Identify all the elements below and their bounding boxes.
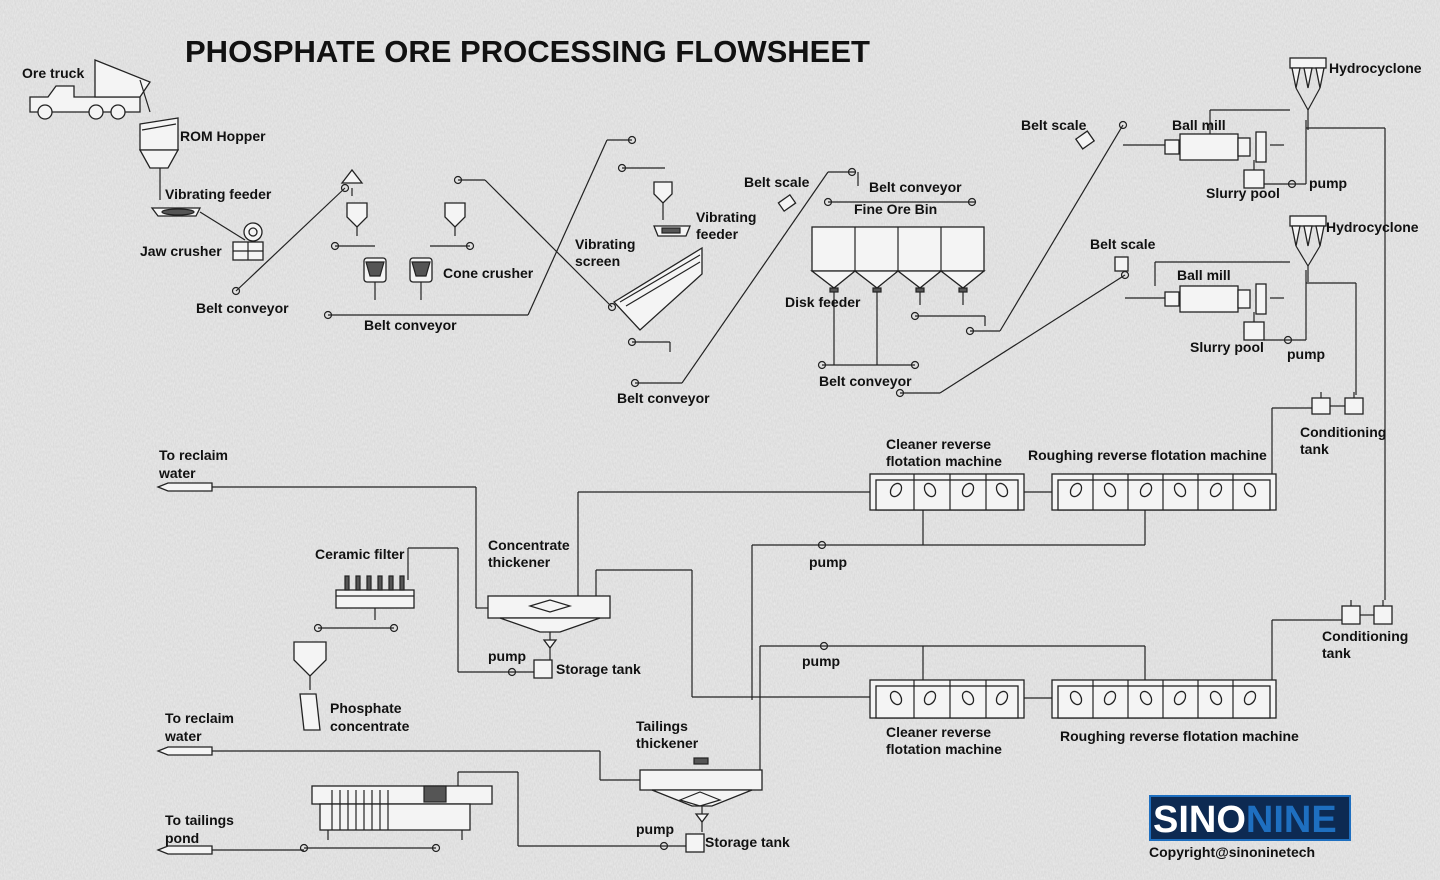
reclaim-water-arrow-icon [156, 482, 213, 492]
tailings-thickener-icon [639, 757, 763, 807]
label-cleaner-2b: flotation machine [886, 741, 1002, 757]
label-belt-scale-3: Belt scale [1090, 236, 1156, 252]
label-to-reclaim-2b: water [164, 728, 202, 744]
roughing-flotation-1-icon [1051, 473, 1277, 511]
label-cleaner-1b: flotation machine [886, 453, 1002, 469]
belt-scale-2-icon [1074, 130, 1096, 150]
conditioning-tank-1-icon [1311, 397, 1331, 415]
label-belt-conveyor-4: Belt conveyor [869, 179, 962, 195]
label-belt-conveyor-1: Belt conveyor [196, 300, 289, 316]
cleaner-flotation-1-icon [869, 473, 1025, 511]
rom-hopper-icon [138, 117, 180, 169]
belt-scale-3-icon [1114, 256, 1129, 272]
hydrocyclone-icon [1289, 57, 1327, 130]
label-vibrating-feeder-2b: feeder [696, 226, 739, 242]
label-belt-scale-2: Belt scale [1021, 117, 1087, 133]
label-hydrocyclone-1: Hydrocyclone [1329, 60, 1422, 76]
hydrocyclone-2-icon [1289, 215, 1327, 282]
label-pump-4: pump [488, 648, 526, 664]
label-roughing-2: Roughing reverse flotation machine [1060, 728, 1299, 744]
label-pump-6: pump [636, 821, 674, 837]
label-pump-2: pump [1287, 346, 1325, 362]
conditioning-tank-1b-icon [1344, 397, 1364, 415]
label-vibrating-screen-a: Vibrating [575, 236, 635, 252]
jaw-crusher-icon [232, 222, 264, 261]
conditioning-tank-2b-icon [1373, 605, 1393, 625]
label-roughing-1: Roughing reverse flotation machine [1028, 447, 1267, 463]
label-belt-conveyor-5: Belt conveyor [819, 373, 912, 389]
label-phosphate-conc-b: concentrate [330, 718, 410, 734]
label-belt-conveyor-2: Belt conveyor [364, 317, 457, 333]
ball-mill-2-icon [1125, 283, 1284, 315]
label-pump-3: pump [809, 554, 847, 570]
label-conditioning-tank-2b: tank [1322, 645, 1351, 661]
vibrating-feeder-icon [150, 207, 202, 217]
fine-ore-bin-icon [810, 226, 986, 293]
label-ore-truck: Ore truck [22, 65, 84, 81]
label-belt-scale-1: Belt scale [744, 174, 810, 190]
sinonine-logo: SINONINE [1149, 795, 1351, 841]
storage-tank-icon [533, 659, 553, 679]
concentrate-bag-icon [299, 693, 321, 731]
copyright-text: Copyright@sinoninetech [1149, 844, 1315, 860]
label-vibrating-screen-b: screen [575, 253, 620, 269]
label-ball-mill-1: Ball mill [1172, 117, 1226, 133]
belt-scale-icon [777, 193, 797, 213]
label-rom-hopper: ROM Hopper [180, 128, 266, 144]
label-to-tailings-b: pond [165, 830, 199, 846]
label-cleaner-1a: Cleaner reverse [886, 436, 991, 452]
cone-crusher-icon [363, 257, 433, 283]
ball-mill-icon [1123, 131, 1284, 163]
label-conditioning-tank-1a: Conditioning [1300, 424, 1386, 440]
logo-text-sino: SINONINE [1153, 799, 1337, 841]
label-to-reclaim-1b: water [158, 465, 196, 481]
tailings-pond-arrow-icon [156, 845, 213, 855]
label-disk-feeder: Disk feeder [785, 294, 861, 310]
page-title: PHOSPHATE ORE PROCESSING FLOWSHEET [185, 34, 870, 69]
ore-truck-icon [29, 59, 151, 120]
label-vibrating-feeder-2a: Vibrating [696, 209, 756, 225]
label-to-tailings-a: To tailings [165, 812, 234, 828]
label-storage-tank-2: Storage tank [705, 834, 790, 850]
label-vibrating-feeder: Vibrating feeder [165, 186, 272, 202]
label-belt-conveyor-3: Belt conveyor [617, 390, 710, 406]
label-pump-5: pump [802, 653, 840, 669]
label-slurry-pool-1: Slurry pool [1206, 185, 1280, 201]
surge-bin-icon [346, 202, 466, 228]
label-concentrate-thickener-a: Concentrate [488, 537, 570, 553]
label-to-reclaim-1a: To reclaim [159, 447, 228, 463]
label-pump-1: pump [1309, 175, 1347, 191]
concentrate-thickener-icon [487, 595, 611, 633]
ceramic-filter-icon [335, 575, 415, 609]
roughing-flotation-2-icon [1051, 679, 1277, 719]
label-concentrate-thickener-b: thickener [488, 554, 551, 570]
slurry-pool-2-icon [1243, 321, 1265, 341]
label-conditioning-tank-2a: Conditioning [1322, 628, 1408, 644]
label-jaw-crusher: Jaw crusher [140, 243, 222, 259]
label-phosphate-conc-a: Phosphate [330, 700, 402, 716]
cleaner-flotation-2-icon [869, 679, 1025, 719]
label-tailings-thickener-b: thickener [636, 735, 699, 751]
label-cone-crusher: Cone crusher [443, 265, 534, 281]
label-to-reclaim-2a: To reclaim [165, 710, 234, 726]
label-slurry-pool-2: Slurry pool [1190, 339, 1264, 355]
label-ceramic-filter: Ceramic filter [315, 546, 405, 562]
reclaim-water-2-arrow-icon [156, 746, 213, 756]
label-cleaner-2a: Cleaner reverse [886, 724, 991, 740]
vibrating-feeder-2-icon [653, 225, 691, 237]
storage-tank-2-icon [685, 833, 705, 853]
conditioning-tank-2-icon [1341, 605, 1361, 625]
label-conditioning-tank-1b: tank [1300, 441, 1329, 457]
label-tailings-thickener-a: Tailings [636, 718, 688, 734]
filter-press-icon [311, 772, 493, 840]
product-bin-icon [293, 641, 327, 677]
label-hydrocyclone-2: Hydrocyclone [1326, 219, 1419, 235]
label-ball-mill-2: Ball mill [1177, 267, 1231, 283]
label-storage-tank-1: Storage tank [556, 661, 641, 677]
vibrating-screen-icon [612, 246, 703, 331]
label-fine-ore-bin: Fine Ore Bin [854, 201, 937, 217]
